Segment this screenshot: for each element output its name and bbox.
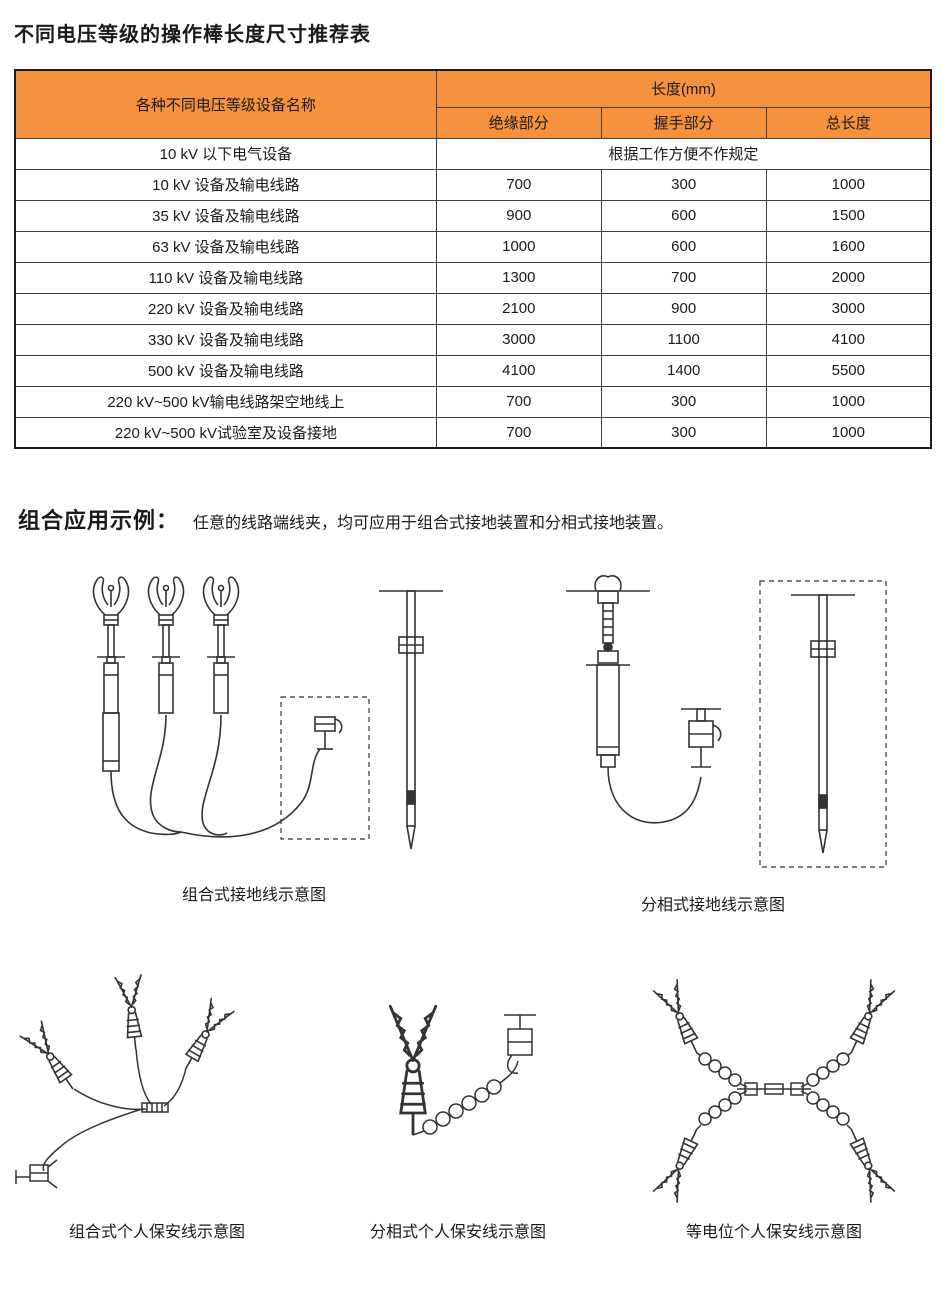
diagram-caption: 分相式接地线示意图 <box>640 897 785 914</box>
total-cell: 1500 <box>765 199 932 232</box>
table-row: 110 kV 设备及输电线路 1300 700 2000 <box>14 261 932 294</box>
figure-combined-safety: 组合式个人保安线示意图 <box>14 971 300 1242</box>
figure-combined-grounding: 组合式接地线示意图 <box>14 569 494 915</box>
device-cell: 220 kV~500 kV试验室及设备接地 <box>14 416 437 449</box>
grip-cell: 600 <box>600 199 767 232</box>
grip-cell: 1400 <box>600 354 767 387</box>
device-cell: 220 kV 设备及输电线路 <box>14 292 437 325</box>
example-description: 任意的线路端线夹，均可应用于组合式接地装置和分相式接地装置。 <box>193 515 674 532</box>
device-cell: 330 kV 设备及输电线路 <box>14 323 437 356</box>
figure-equipotential-safety: 等电位个人保安线示意图 <box>616 971 932 1242</box>
diagram-caption: 分相式个人保安线示意图 <box>369 1224 546 1241</box>
table-row: 220 kV 设备及输电线路 2100 900 3000 <box>14 292 932 325</box>
total-cell: 5500 <box>765 354 932 387</box>
document-page: 不同电压等级的操作棒长度尺寸推荐表 各种不同电压等级设备名称 长度(mm) 绝缘… <box>14 24 932 1242</box>
figure-phase-grounding: 分相式接地线示意图 <box>494 569 932 915</box>
total-header: 总长度 <box>765 106 932 139</box>
grip-cell: 700 <box>600 261 767 294</box>
page-title: 不同电压等级的操作棒长度尺寸推荐表 <box>14 24 371 46</box>
table-row: 63 kV 设备及输电线路 1000 600 1600 <box>14 230 932 263</box>
device-cell: 10 kV 以下电气设备 <box>14 137 437 170</box>
total-cell: 2000 <box>765 261 932 294</box>
grip-cell: 1100 <box>600 323 767 356</box>
total-cell: 4100 <box>765 323 932 356</box>
device-cell: 500 kV 设备及输电线路 <box>14 354 437 387</box>
insulation-cell: 700 <box>435 416 602 449</box>
grip-cell: 300 <box>600 168 767 201</box>
note-cell: 根据工作方便不作规定 <box>435 137 932 170</box>
header-row-1: 各种不同电压等级设备名称 长度(mm) <box>14 69 932 139</box>
total-cell: 1600 <box>765 230 932 263</box>
example-section: 组合应用示例： 任意的线路端线夹，均可应用于组合式接地装置和分相式接地装置。 <box>14 503 932 535</box>
insulation-cell: 700 <box>435 385 602 418</box>
device-cell: 220 kV~500 kV输电线路架空地线上 <box>14 385 437 418</box>
diagram-row-bottom: 组合式个人保安线示意图 <box>14 971 932 1242</box>
combined-safety-diagram <box>15 974 235 1189</box>
table-row: 35 kV 设备及输电线路 900 600 1500 <box>14 199 932 232</box>
total-cell: 1000 <box>765 416 932 449</box>
equipotential-safety-diagram <box>652 979 896 1203</box>
table-row: 220 kV~500 kV试验室及设备接地 700 300 1000 <box>14 416 932 449</box>
phase-grounding-diagram <box>566 575 887 868</box>
insulation-cell: 900 <box>435 199 602 232</box>
device-cell: 63 kV 设备及输电线路 <box>14 230 437 263</box>
table-row: 10 kV 设备及输电线路 700 300 1000 <box>14 168 932 201</box>
device-cell: 110 kV 设备及输电线路 <box>14 261 437 294</box>
table-row: 330 kV 设备及输电线路 3000 1100 4100 <box>14 323 932 356</box>
device-cell: 10 kV 设备及输电线路 <box>14 168 437 201</box>
insulation-cell: 1300 <box>435 261 602 294</box>
spec-table: 各种不同电压等级设备名称 长度(mm) 绝缘部分 握手部分 总长度 10 kV … <box>14 69 932 449</box>
grip-cell: 600 <box>600 230 767 263</box>
insulation-cell: 700 <box>435 168 602 201</box>
figure-phase-safety: 分相式个人保安线示意图 <box>300 971 616 1242</box>
phase-safety-diagram <box>388 1004 536 1136</box>
total-cell: 1000 <box>765 385 932 418</box>
header-row-2: 绝缘部分 握手部分 总长度 <box>15 106 932 139</box>
insulation-cell: 4100 <box>435 354 602 387</box>
diagram-caption: 组合式接地线示意图 <box>181 887 326 904</box>
insulation-cell: 1000 <box>435 230 602 263</box>
insulation-cell: 3000 <box>435 323 602 356</box>
grip-cell: 300 <box>600 416 767 449</box>
combined-grounding-diagram <box>92 576 444 850</box>
total-cell: 3000 <box>765 292 932 325</box>
table-row: 10 kV 以下电气设备 根据工作方便不作规定 <box>14 137 932 170</box>
table-row: 220 kV~500 kV输电线路架空地线上 700 300 1000 <box>14 385 932 418</box>
device-column-header: 各种不同电压等级设备名称 <box>14 69 437 139</box>
grip-header: 握手部分 <box>600 106 767 139</box>
diagram-row-top: 组合式接地线示意图 <box>14 569 932 915</box>
length-group-header: 长度(mm) <box>435 69 932 108</box>
grip-cell: 300 <box>600 385 767 418</box>
insulation-header: 绝缘部分 <box>435 106 602 139</box>
table-row: 500 kV 设备及输电线路 4100 1400 5500 <box>14 354 932 387</box>
example-heading: 组合应用示例： <box>18 508 180 533</box>
total-cell: 1000 <box>765 168 932 201</box>
insulation-cell: 2100 <box>435 292 602 325</box>
grip-cell: 900 <box>600 292 767 325</box>
diagram-caption: 组合式个人保安线示意图 <box>68 1224 245 1241</box>
device-cell: 35 kV 设备及输电线路 <box>14 199 437 232</box>
diagram-caption: 等电位个人保安线示意图 <box>685 1224 862 1241</box>
